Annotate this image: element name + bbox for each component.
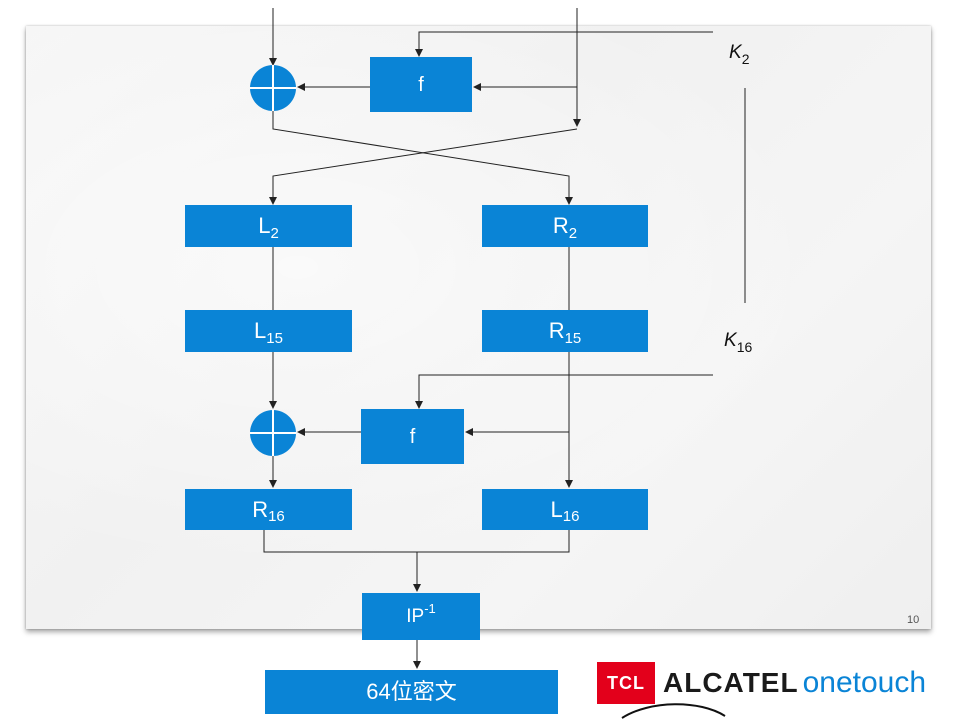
box-ciphertext: 64位密文	[265, 670, 558, 714]
xor-top-icon	[250, 65, 296, 111]
f-label: f	[418, 73, 424, 96]
tcl-logo-mark: TCL	[597, 662, 655, 704]
line-k16-to-f	[415, 374, 713, 409]
f-label: f	[409, 425, 416, 448]
key-k2-label: K2	[729, 42, 750, 67]
line-k2-to-f	[415, 31, 713, 57]
line-cross-to-r2	[272, 111, 573, 205]
line-cross-to-l2	[269, 128, 578, 205]
slide-paper-background	[26, 26, 931, 629]
f-function-top: f	[370, 57, 472, 112]
f-function-bottom: f	[361, 409, 464, 464]
alcatel-wordmark: ALCATEL	[663, 667, 799, 698]
page-number: 10	[907, 614, 920, 626]
box-ip-inverse: IP-1	[362, 593, 480, 640]
key-k16-label: K16	[724, 330, 753, 355]
onetouch-wordmark: onetouch	[802, 666, 927, 699]
xor-bottom-icon	[250, 410, 296, 456]
brand-logo: TCL ALCATEL onetouch	[597, 662, 926, 704]
